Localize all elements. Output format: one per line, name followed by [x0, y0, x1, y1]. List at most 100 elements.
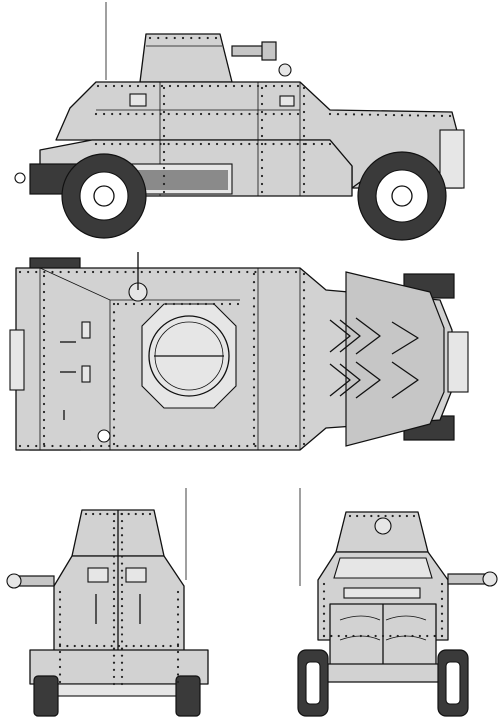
- rivet: [112, 393, 116, 396]
- rivet: [176, 635, 180, 639]
- rivet: [252, 418, 256, 421]
- rivet: [51, 444, 54, 448]
- rivet: [181, 270, 184, 274]
- rivet: [196, 302, 200, 306]
- rear-grille: [333, 557, 433, 579]
- rivet: [173, 270, 176, 274]
- rivet: [260, 150, 264, 154]
- rivet: [58, 644, 62, 648]
- rivet: [176, 650, 180, 654]
- top-front-plates: [345, 271, 445, 447]
- side-view: [14, 2, 465, 241]
- rivet: [264, 112, 267, 116]
- rivet: [112, 344, 116, 347]
- rivet: [42, 306, 46, 310]
- rivet: [120, 612, 124, 615]
- rivet: [27, 444, 30, 448]
- rear-view: [297, 488, 498, 717]
- rivet: [176, 673, 180, 676]
- rivet: [162, 190, 166, 194]
- rivet: [132, 270, 135, 274]
- rivet: [120, 604, 124, 608]
- rivet: [337, 634, 340, 638]
- rivet: [162, 118, 166, 122]
- rivet: [162, 158, 166, 162]
- rivet: [260, 126, 264, 130]
- rivet: [75, 444, 78, 448]
- rivet: [162, 644, 165, 648]
- rivet: [288, 84, 292, 88]
- rivet: [132, 644, 135, 648]
- rivet: [252, 442, 256, 446]
- front-right-wheel: [175, 675, 201, 717]
- rivet: [67, 270, 70, 274]
- rivet: [112, 640, 116, 643]
- rivet: [128, 84, 132, 88]
- rivet: [302, 386, 306, 389]
- rivet: [405, 514, 408, 518]
- rivet: [302, 353, 306, 357]
- rivet: [42, 370, 46, 374]
- rivet: [162, 174, 166, 178]
- front-left-wheel: [33, 675, 59, 717]
- rivet: [151, 142, 154, 146]
- rivet: [151, 112, 154, 116]
- rivet: [59, 270, 62, 274]
- rivet: [116, 444, 119, 448]
- rivet: [260, 86, 264, 90]
- rivet: [398, 514, 401, 518]
- rivet: [120, 555, 124, 558]
- rivet: [260, 94, 264, 98]
- rivet: [302, 305, 306, 308]
- rivet: [302, 329, 306, 332]
- rivet: [120, 583, 124, 586]
- rivet: [167, 142, 170, 146]
- rivet: [136, 84, 140, 88]
- rivet: [140, 302, 144, 306]
- rivet: [440, 620, 444, 623]
- rivet: [296, 84, 300, 88]
- rivet: [112, 562, 116, 565]
- rivet: [322, 634, 326, 638]
- rivet: [252, 280, 256, 284]
- rivet: [214, 36, 218, 40]
- rivet: [176, 680, 180, 684]
- rivet: [232, 112, 235, 116]
- rivet: [112, 527, 116, 530]
- rivet: [162, 142, 166, 146]
- rivet: [180, 302, 184, 306]
- rivet: [112, 569, 116, 572]
- rivet: [229, 270, 233, 274]
- rivet: [302, 321, 306, 324]
- rivet: [272, 84, 276, 88]
- rivet: [212, 302, 216, 306]
- rivet: [120, 534, 124, 537]
- rivet: [120, 626, 124, 629]
- rivet: [302, 337, 306, 340]
- rivet: [120, 633, 124, 636]
- rivet: [252, 321, 256, 324]
- rivet: [112, 534, 116, 537]
- rivet: [176, 84, 180, 88]
- rivet: [112, 647, 116, 650]
- rivet: [120, 675, 124, 679]
- rivet: [58, 620, 62, 624]
- rivet: [440, 605, 444, 608]
- rivet: [252, 305, 256, 308]
- rivet: [440, 612, 444, 615]
- rivet: [238, 444, 241, 448]
- rivet: [240, 112, 243, 116]
- rivet: [42, 338, 46, 342]
- rivet: [173, 36, 176, 40]
- rivet: [302, 394, 306, 397]
- rivet: [162, 150, 166, 154]
- rivet: [302, 313, 306, 316]
- rivet: [221, 270, 225, 274]
- rivet: [154, 644, 157, 648]
- rivet: [302, 86, 306, 90]
- rivet: [162, 94, 166, 98]
- rivet: [162, 102, 166, 106]
- rivet: [345, 634, 348, 638]
- rivet: [232, 84, 236, 88]
- rivet: [191, 112, 195, 116]
